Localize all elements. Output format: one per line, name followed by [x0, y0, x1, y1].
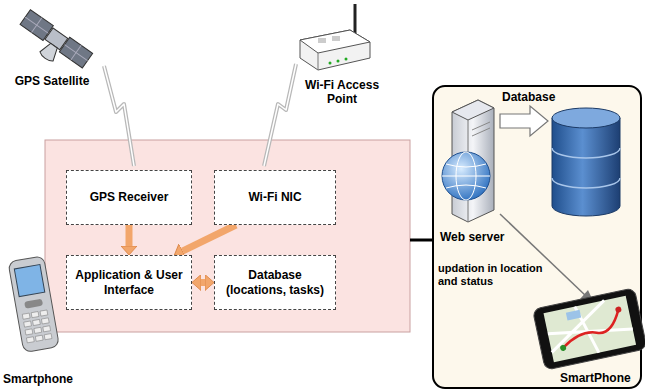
flow-arrow [201, 279, 205, 286]
signal-bolt [104, 66, 134, 166]
box-text: Application & User Interface [75, 268, 183, 298]
icon-label: SmartPhone [560, 371, 638, 385]
icon-label: Web server [440, 230, 520, 244]
box-text: Wi-Fi NIC [248, 190, 301, 205]
server-panel [433, 86, 641, 388]
signal-bolt-inner [264, 64, 296, 166]
database-cylinder [552, 108, 620, 216]
smartphone-icon [532, 288, 645, 370]
satellite-icon [12, 10, 92, 79]
icon-label: GPS Satellite [2, 74, 102, 88]
icon-label: Wi-Fi Access Point [300, 78, 384, 107]
signal-bolt [264, 64, 296, 166]
access-point-icon [300, 4, 370, 70]
flow-arrow [126, 225, 133, 246]
box-text: GPS Receiver [90, 190, 169, 205]
process-box: GPS Receiver [66, 170, 192, 225]
box-text: Database (locations, tasks) [223, 268, 327, 298]
process-box: Wi-Fi NIC [214, 170, 336, 225]
status-note: updation in location and status [438, 262, 550, 288]
icon-label: Smartphone [3, 372, 93, 386]
signal-bolt-inner [104, 66, 134, 166]
server-icon [442, 100, 494, 222]
update-line [500, 214, 586, 296]
phone-icon [8, 256, 59, 353]
flow-arrow [182, 225, 236, 251]
icon-label: Database [502, 90, 572, 104]
network-link [410, 239, 433, 242]
database-box: Database (locations, tasks) [214, 255, 336, 310]
block-arrow [500, 106, 548, 136]
process-box: Application & User Interface [66, 255, 192, 310]
device-box [45, 140, 410, 332]
